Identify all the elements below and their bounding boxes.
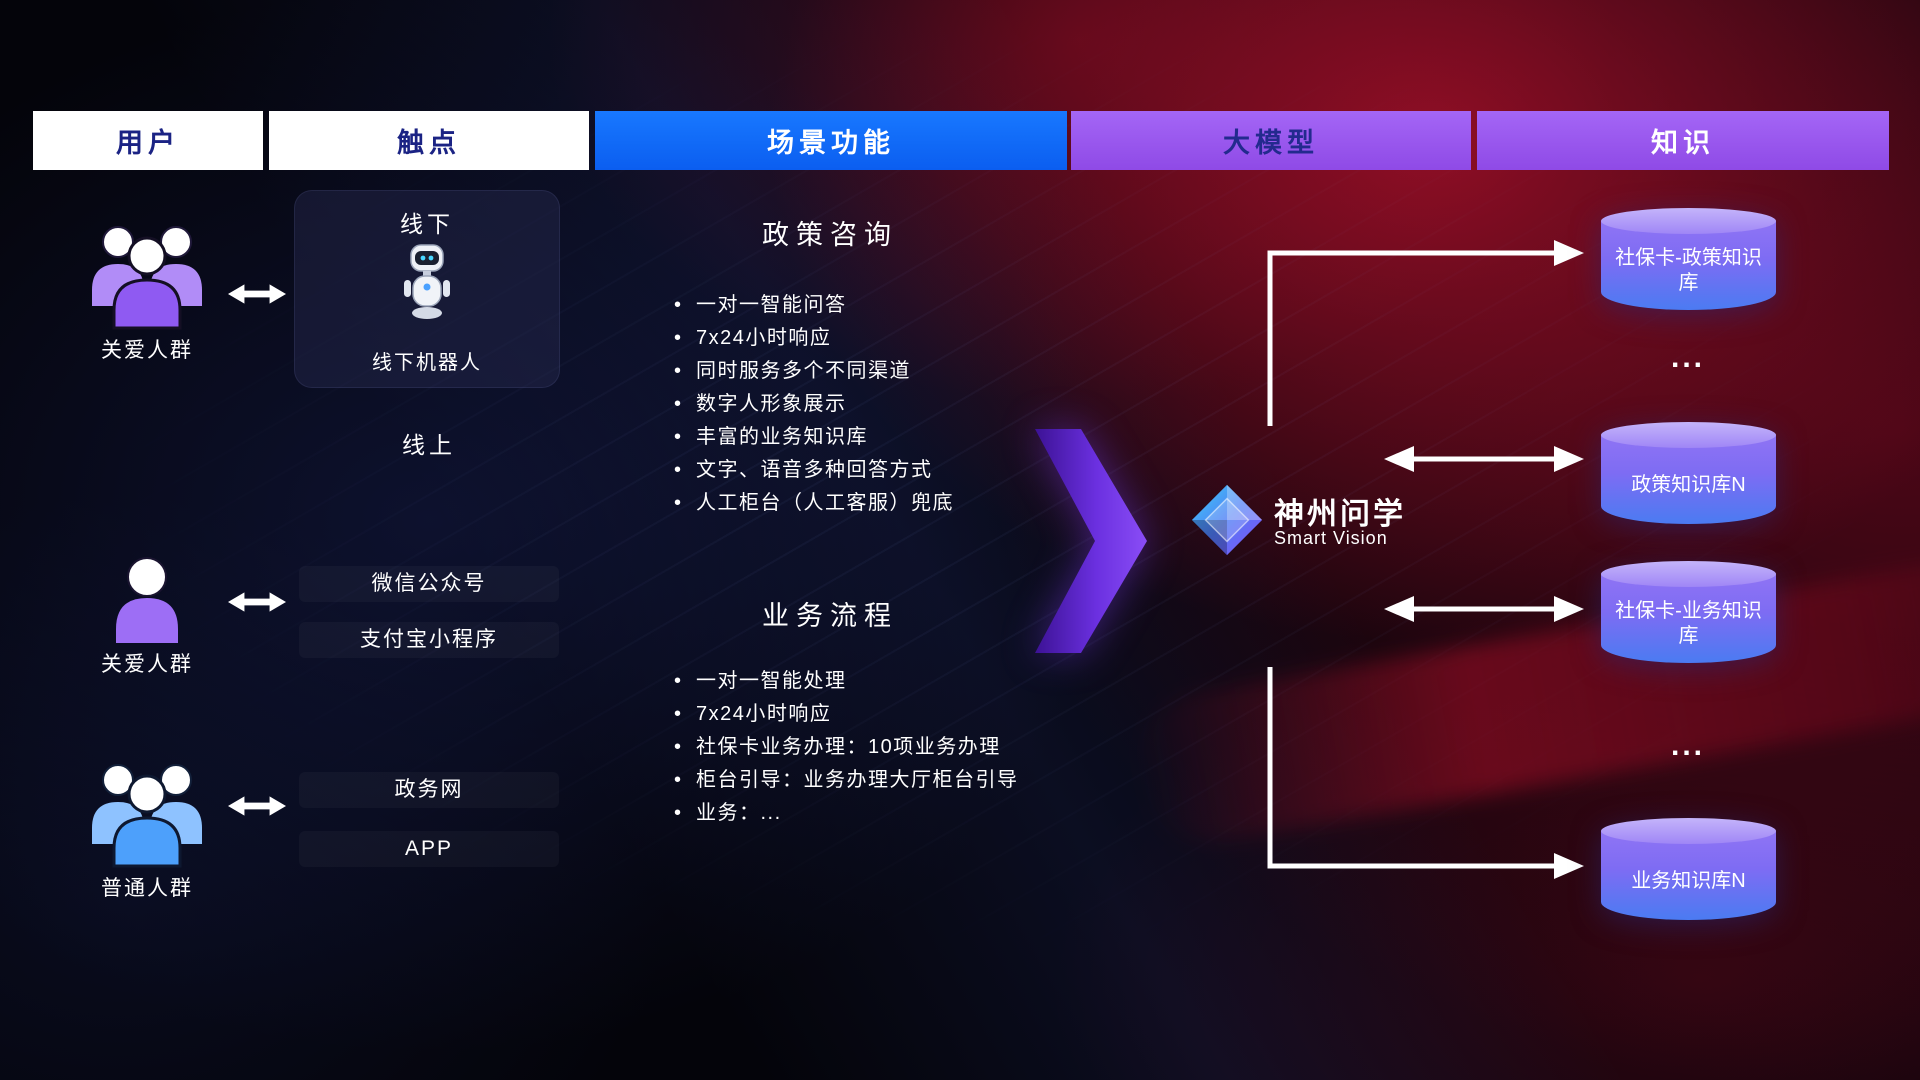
feature-item: 文字、语音多种回答方式 [672, 454, 954, 487]
arrow-model-business-db [1384, 596, 1584, 622]
feature-item: 丰富的业务知识库 [672, 421, 954, 454]
offline-title: 线下 [400, 211, 454, 237]
touchpoint-gov: 政务网 [299, 772, 559, 808]
feature-item: 一对一智能处理 [672, 665, 1019, 698]
model-name: 神州问学 [1274, 498, 1406, 531]
knowledge-db-label: 业务知识库N [1631, 869, 1746, 892]
knowledge-db-label: 政策知识库N [1631, 473, 1746, 496]
header-users: 用户 [33, 111, 263, 170]
cylinder-top [1601, 422, 1776, 448]
knowledge-db-policy-shebao: 社保卡-政策知识库 [1601, 208, 1776, 310]
header-knowledge: 知识 [1477, 111, 1889, 170]
header-scenarios-label: 场景功能 [767, 128, 895, 158]
feature-item: 柜台引导：业务办理大厅柜台引导 [672, 764, 1019, 797]
cylinder-body [1601, 831, 1776, 920]
cylinder-body [1601, 221, 1776, 310]
cylinder-body [1601, 435, 1776, 524]
touchpoint-alipay: 支付宝小程序 [299, 622, 559, 658]
double-arrow-icon [228, 793, 286, 819]
double-arrow-icon [228, 281, 286, 307]
cylinder-top [1601, 208, 1776, 234]
knowledge-db-label: 社保卡-业务知识库 [1615, 600, 1762, 647]
model-subtitle: Smart Vision [1274, 528, 1388, 548]
process-section-title: 业务流程 [762, 601, 898, 631]
knowledge-db-policy-n: 政策知识库N [1601, 422, 1776, 524]
knowledge-ellipsis: ... [1670, 729, 1705, 762]
arrow-model-to-policy-db [1267, 240, 1584, 426]
offline-touchpoint-card: 线下 线下机器人 [294, 190, 560, 388]
general-group-icon [80, 752, 214, 875]
header-scenarios: 场景功能 [595, 111, 1067, 170]
process-feature-list: 一对一智能处理 7x24小时响应 社保卡业务办理：10项业务办理 柜台引导：业务… [672, 665, 1019, 830]
knowledge-ellipsis: ... [1670, 341, 1705, 374]
arrow-model-to-business-dbn [1267, 667, 1584, 879]
header-touchpoints-label: 触点 [397, 128, 461, 158]
background-red-swoosh [1124, 536, 1920, 854]
care-person-icon [112, 551, 182, 650]
flow-arrow-icon [1035, 429, 1147, 658]
policy-feature-list: 一对一智能问答 7x24小时响应 同时服务多个不同渠道 数字人形象展示 丰富的业… [672, 289, 954, 520]
header-model-label: 大模型 [1223, 128, 1319, 158]
feature-item: 7x24小时响应 [672, 698, 1019, 731]
user-group-label: 关爱人群 [101, 339, 193, 362]
feature-item: 同时服务多个不同渠道 [672, 355, 954, 388]
cylinder-top [1601, 561, 1776, 587]
header-users-label: 用户 [116, 128, 180, 158]
care-group-icon [80, 214, 214, 337]
offline-robot-label: 线下机器人 [372, 352, 482, 374]
touchpoint-app: APP [299, 831, 559, 867]
header-knowledge-label: 知识 [1651, 128, 1715, 158]
double-arrow-icon [228, 589, 286, 615]
feature-item: 一对一智能问答 [672, 289, 954, 322]
touchpoint-wechat: 微信公众号 [299, 566, 559, 602]
arrow-model-policy-dbn [1384, 446, 1584, 472]
feature-item: 社保卡业务办理：10项业务办理 [672, 731, 1019, 764]
header-model: 大模型 [1071, 111, 1471, 170]
feature-item: 业务：... [672, 797, 1019, 830]
user-general-label: 普通人群 [101, 877, 193, 900]
feature-item: 人工柜台（人工客服）兜底 [672, 487, 954, 520]
online-title: 线上 [402, 432, 456, 458]
header-touchpoints: 触点 [269, 111, 589, 170]
cylinder-body [1601, 574, 1776, 663]
cylinder-top [1601, 818, 1776, 844]
knowledge-db-business-n: 业务知识库N [1601, 818, 1776, 920]
knowledge-db-label: 社保卡-政策知识库 [1615, 247, 1762, 294]
policy-section-title: 政策咨询 [762, 220, 898, 250]
knowledge-db-business-shebao: 社保卡-业务知识库 [1601, 561, 1776, 663]
feature-item: 7x24小时响应 [672, 322, 954, 355]
feature-item: 数字人形象展示 [672, 388, 954, 421]
smart-vision-logo-icon [1188, 481, 1266, 564]
user-person-label: 关爱人群 [101, 653, 193, 676]
robot-icon [397, 241, 457, 330]
